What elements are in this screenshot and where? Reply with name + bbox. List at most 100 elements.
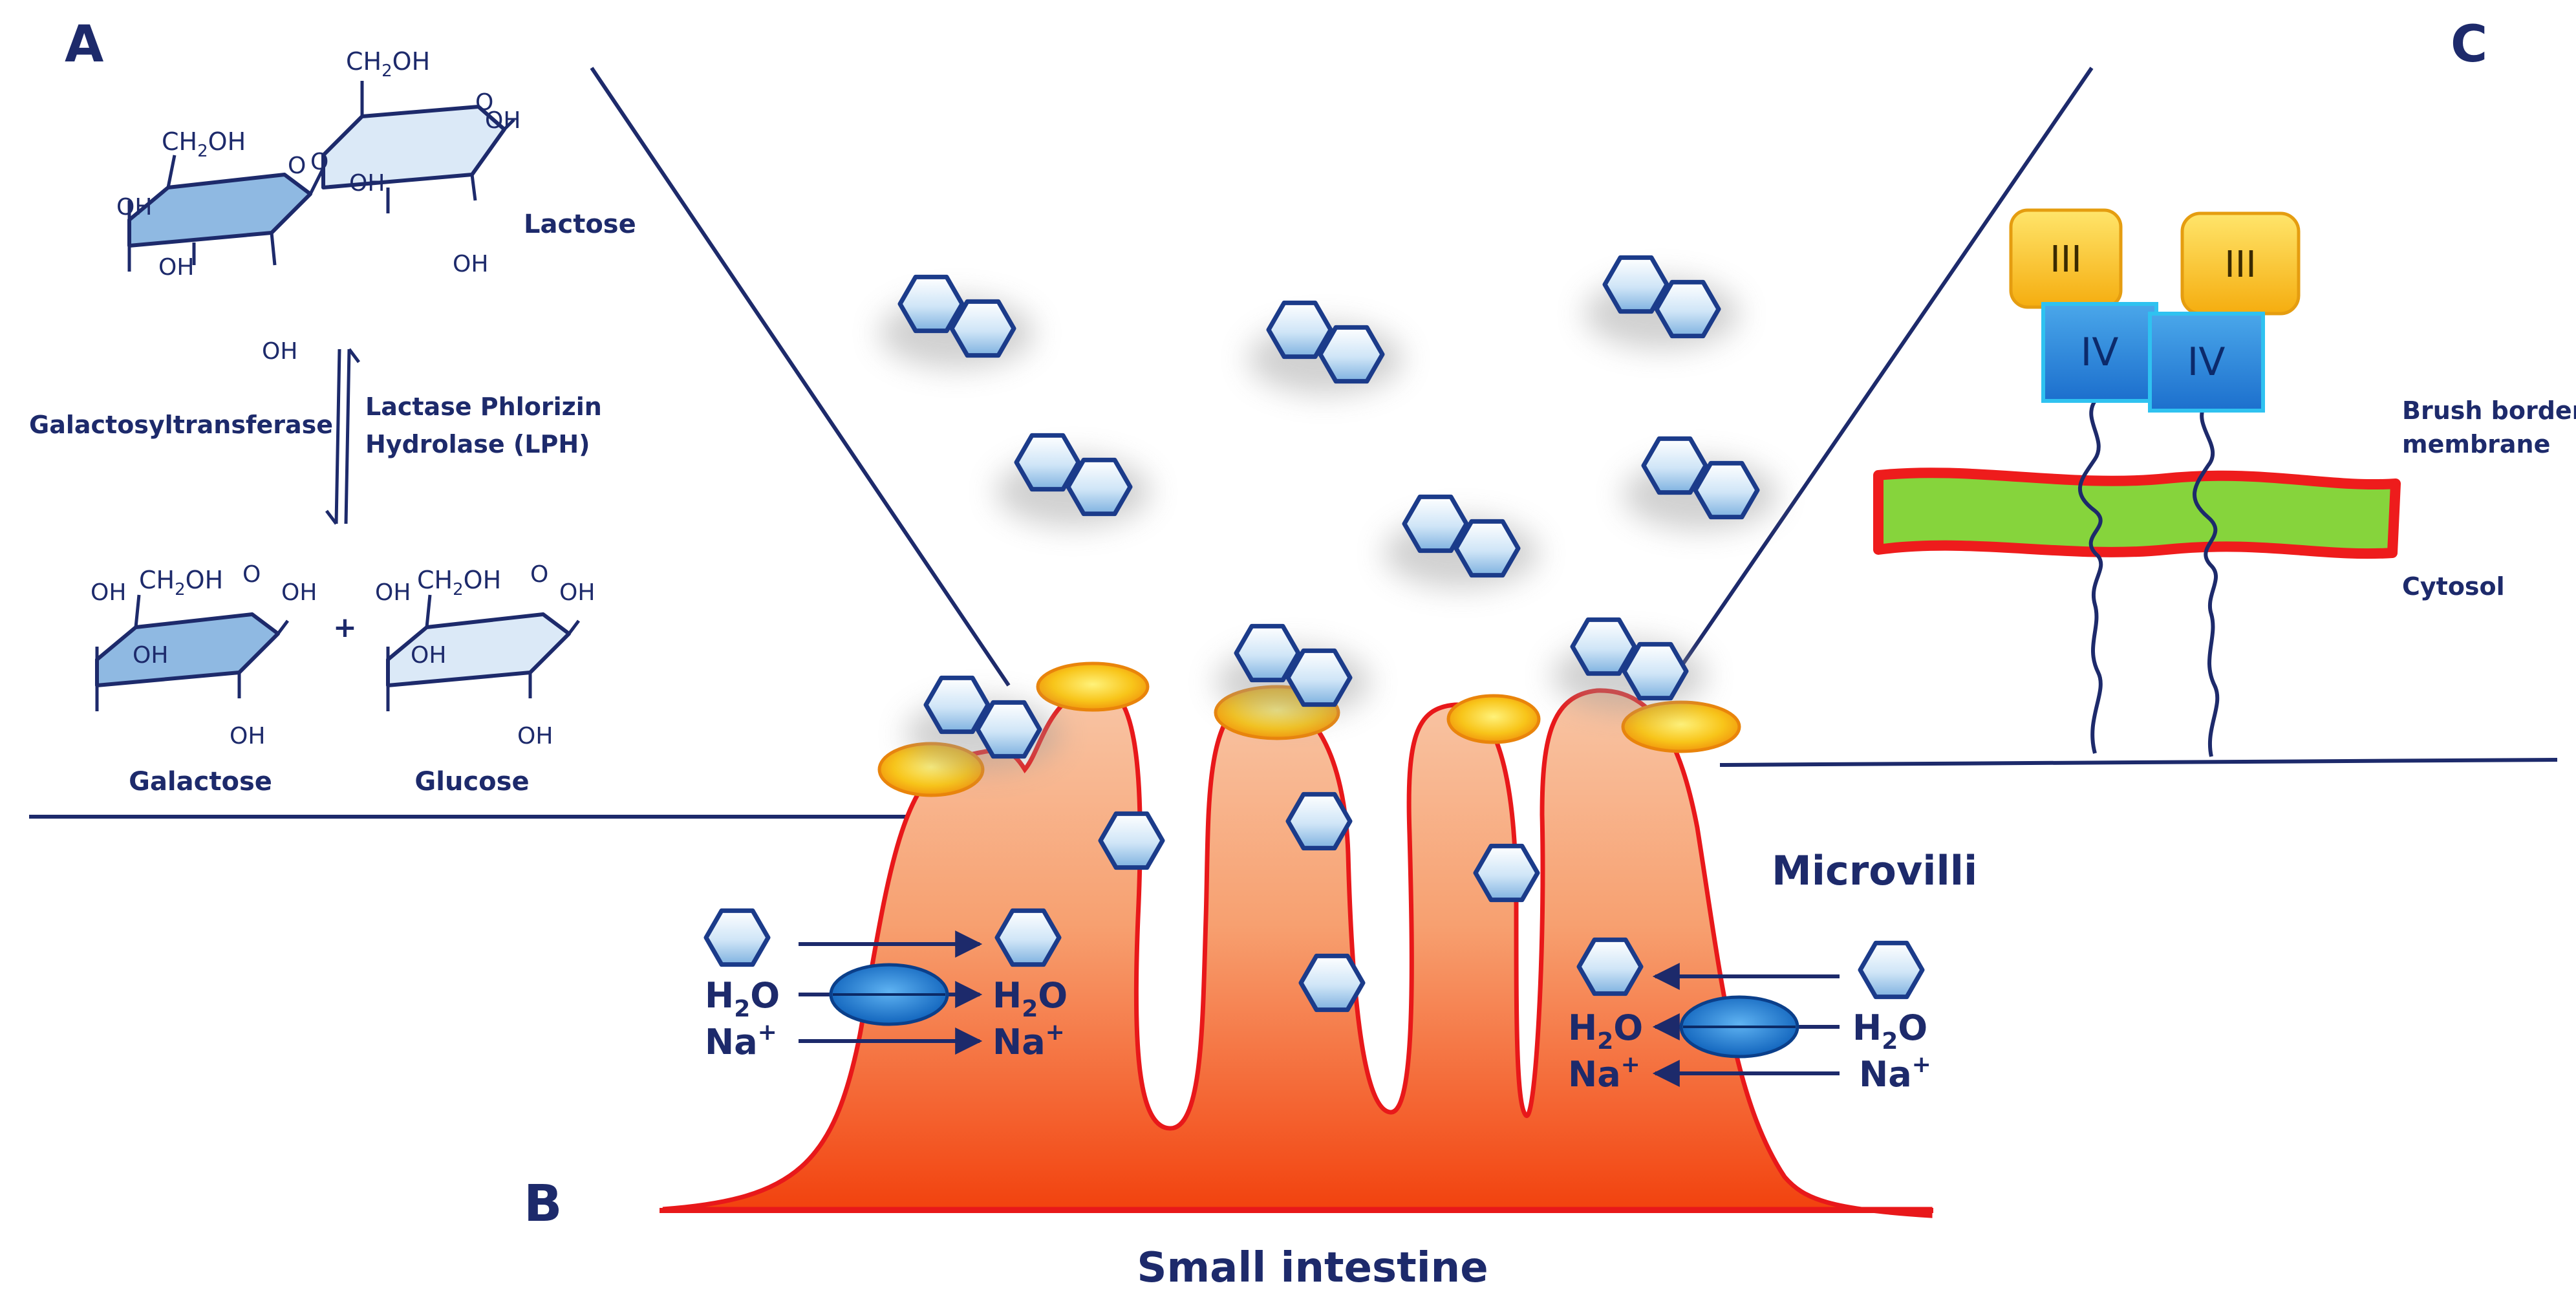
- lactose-hexagon: [923, 675, 991, 735]
- lph-enzyme-oval: [1621, 700, 1741, 753]
- monosaccharide-hexagon: [1285, 791, 1353, 851]
- panel-c-baseline: [1719, 758, 2558, 767]
- sodium-label-left-out: Na+: [993, 1019, 1065, 1062]
- water-label-right-in: H2O: [1852, 1007, 1927, 1055]
- lactose-ring-o: O: [310, 149, 328, 175]
- lactose-hexagon: [949, 299, 1016, 358]
- lactose-hexagon: [1285, 648, 1353, 707]
- galactosyltransferase-label: Galactosyltransferase: [29, 411, 333, 439]
- lactose-hexagon: [1234, 623, 1301, 683]
- lactose-galactose-ring: [127, 173, 312, 248]
- lph-enzyme-label-line1: Lactase Phlorizin: [365, 392, 602, 421]
- sodium-label-right-out: Na+: [1568, 1051, 1640, 1095]
- brush-border-membrane: [1873, 468, 2401, 559]
- lactose-ch2oh-a: CH2OH: [162, 127, 246, 161]
- brush-border-label-line1: Brush border: [2402, 396, 2576, 425]
- monosaccharide-hexagon: [1298, 953, 1366, 1013]
- lph-domain-iii-right: III: [2180, 211, 2301, 316]
- lactose-hexagon: [1654, 279, 1721, 339]
- panel-label-c: C: [2451, 16, 2487, 74]
- lactose-ring-o: O: [288, 153, 306, 179]
- panel-label-a: A: [65, 16, 103, 74]
- lactose-hexagon: [1318, 325, 1385, 384]
- lactose-hexagon: [897, 274, 965, 334]
- sodium-label-right-in: Na+: [1859, 1051, 1931, 1095]
- glucose-ring-o: O: [530, 561, 548, 588]
- galactose-label: Galactose: [129, 767, 272, 797]
- lactose-hexagon: [1622, 641, 1689, 701]
- plus-sign: +: [333, 611, 357, 644]
- galactose-oh: OH: [91, 579, 126, 606]
- lph-enzyme-oval: [1036, 661, 1150, 712]
- panel-c-membrane: III III IV IV Brush border membrane Cyto…: [1873, 208, 2576, 757]
- galactose-ch2oh: CH2OH: [139, 566, 223, 599]
- absorbed-monosaccharides: [703, 791, 1925, 1013]
- lactose-label: Lactose: [524, 210, 636, 239]
- lactose-hexagon: [1266, 300, 1333, 360]
- panel-c-callout: [1666, 67, 2094, 687]
- domain-iii-label: III: [2050, 239, 2082, 281]
- panel-label-b: B: [524, 1175, 562, 1233]
- lph-domain-iii-left: III: [2009, 208, 2123, 309]
- water-label-right-out: H2O: [1568, 1007, 1643, 1055]
- lactose-oh: OH: [453, 251, 488, 277]
- ring-bonds: [95, 81, 580, 711]
- galactose-ring-o: O: [242, 561, 261, 588]
- panel-a-chemistry: CH2OH CH2OH OH OH OH OH OH OH O O O Lact…: [29, 47, 636, 797]
- lactose-oh: OH: [349, 170, 385, 197]
- glucose-oh: OH: [559, 579, 595, 606]
- lph-anchor-right: [2193, 403, 2220, 757]
- microvilli-label: Microvilli: [1772, 847, 1977, 894]
- lactose-hexagon: [1693, 460, 1760, 520]
- small-intestine-label: Small intestine: [1137, 1244, 1488, 1292]
- lactose-hexagon: [1602, 255, 1669, 314]
- lactose-hexagon: [1066, 457, 1133, 517]
- brush-border-label-line2: membrane: [2402, 430, 2550, 458]
- monosaccharide-hexagon: [1098, 811, 1165, 870]
- domain-iii-label: III: [2224, 244, 2257, 286]
- galactose-product-ring: [95, 612, 280, 687]
- glucose-oh: OH: [375, 579, 411, 606]
- lph-anchor-left: [2078, 400, 2103, 754]
- monosaccharide-hexagon: [703, 908, 771, 967]
- callout-lines: [29, 67, 2558, 819]
- domain-iv-label: IV: [2081, 330, 2119, 375]
- lactose-oh: OH: [262, 338, 297, 365]
- lph-domain-iv-left: IV: [2041, 302, 2158, 403]
- water-label-left-in: H2O: [705, 975, 780, 1022]
- galactose-oh: OH: [281, 579, 317, 606]
- glucose-oh: OH: [411, 642, 446, 669]
- monosaccharide-hexagon: [1858, 940, 1925, 1000]
- lactose-hexagon: [1454, 519, 1521, 578]
- lactose-hexagon: [1570, 617, 1637, 676]
- transport-right: H2O Na+ H2O Na+: [1568, 963, 1931, 1095]
- galactose-oh: OH: [133, 642, 168, 669]
- lactose-oh: OH: [485, 107, 521, 134]
- monosaccharide-hexagon: [994, 908, 1062, 967]
- glucose-ch2oh: CH2OH: [417, 566, 501, 599]
- lph-enzyme-label-line2: Hydrolase (LPH): [365, 430, 590, 458]
- cytosol-label: Cytosol: [2402, 572, 2505, 601]
- glucose-oh: OH: [517, 723, 553, 749]
- lactose-hexagon: [1641, 436, 1708, 495]
- sodium-label-left-in: Na+: [705, 1019, 777, 1062]
- lactose-hexagon: [1402, 494, 1469, 554]
- lactose-oh: OH: [158, 254, 194, 281]
- domain-iv-label: IV: [2187, 339, 2226, 385]
- panel-a-callout: [590, 67, 1011, 687]
- lph-domain-iv-right: IV: [2148, 312, 2265, 413]
- lactose-ring-o: O: [475, 89, 493, 116]
- lactose-oh: OH: [116, 194, 152, 220]
- lactose-ch2oh-b: CH2OH: [346, 47, 430, 81]
- monosaccharide-hexagon: [1473, 843, 1540, 903]
- lactose-hexagon: [1014, 433, 1081, 492]
- galactose-oh: OH: [230, 723, 265, 749]
- lactose-hexagon: [975, 700, 1042, 759]
- glucose-label: Glucose: [414, 767, 529, 797]
- floating-lactose-molecules: [879, 255, 1778, 769]
- transport-left: H2O Na+ H2O Na+: [705, 930, 1068, 1062]
- water-label-left-out: H2O: [993, 975, 1068, 1022]
- lph-enzyme-oval: [1446, 694, 1541, 744]
